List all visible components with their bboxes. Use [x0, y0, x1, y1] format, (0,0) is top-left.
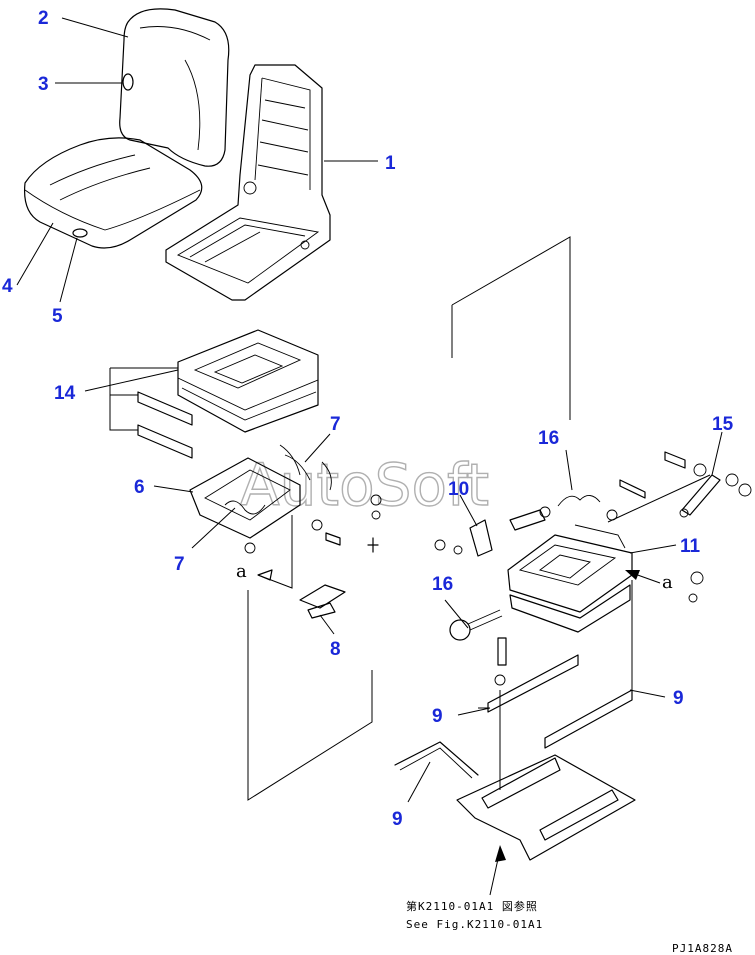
slide-rails-14 [137, 391, 193, 459]
reference-line-en: See Fig.K2110-01A1 [406, 918, 543, 931]
watermark: AutoSoft [240, 451, 489, 519]
callout-8: 8 [330, 639, 341, 660]
suspension-mechanism [189, 444, 382, 554]
callout-9-mid: 9 [432, 706, 443, 727]
seat-back-cushion [119, 8, 230, 167]
suspension-bellows [177, 329, 319, 433]
callout-10: 10 [448, 479, 469, 500]
seat-cushion [23, 137, 203, 249]
callout-3: 3 [38, 74, 49, 95]
detail-bracket-left [247, 515, 373, 801]
callout-15: 15 [712, 414, 734, 435]
arrow-a-right [625, 570, 661, 584]
reference-line-jp: 第K2110-01A1 図参照 [406, 899, 538, 913]
callout-11: 11 [680, 536, 701, 557]
arrow-label-a-right: a [662, 572, 673, 593]
callout-6: 6 [134, 477, 145, 498]
callout-7-bottom: 7 [174, 554, 185, 575]
callout-7-top: 7 [330, 414, 341, 435]
detail-bracket-right-top [451, 236, 571, 420]
callout-16-top: 16 [538, 428, 559, 449]
clip-part-8 [299, 584, 346, 619]
callout-16-left: 16 [432, 574, 453, 595]
callout-2: 2 [38, 8, 49, 29]
gas-strut-15 [606, 451, 752, 523]
arrow-label-a-left: a [236, 561, 247, 582]
leader-lines [16, 17, 723, 803]
drawing-code: PJ1A828A [672, 942, 733, 955]
callout-9-bottom: 9 [392, 809, 403, 830]
reference-arrow [489, 845, 506, 896]
callout-14: 14 [54, 383, 76, 404]
callouts: 1 2 3 4 5 14 7 6 7 8 16 15 10 11 16 9 9 … [2, 8, 734, 830]
seat-frame [165, 64, 331, 301]
callout-4: 4 [2, 276, 13, 297]
adjust-knob-16 [449, 609, 503, 641]
callout-1: 1 [385, 153, 396, 174]
callout-9-right: 9 [673, 688, 684, 709]
callout-5: 5 [52, 306, 63, 327]
rails-and-base-plate [394, 580, 636, 861]
